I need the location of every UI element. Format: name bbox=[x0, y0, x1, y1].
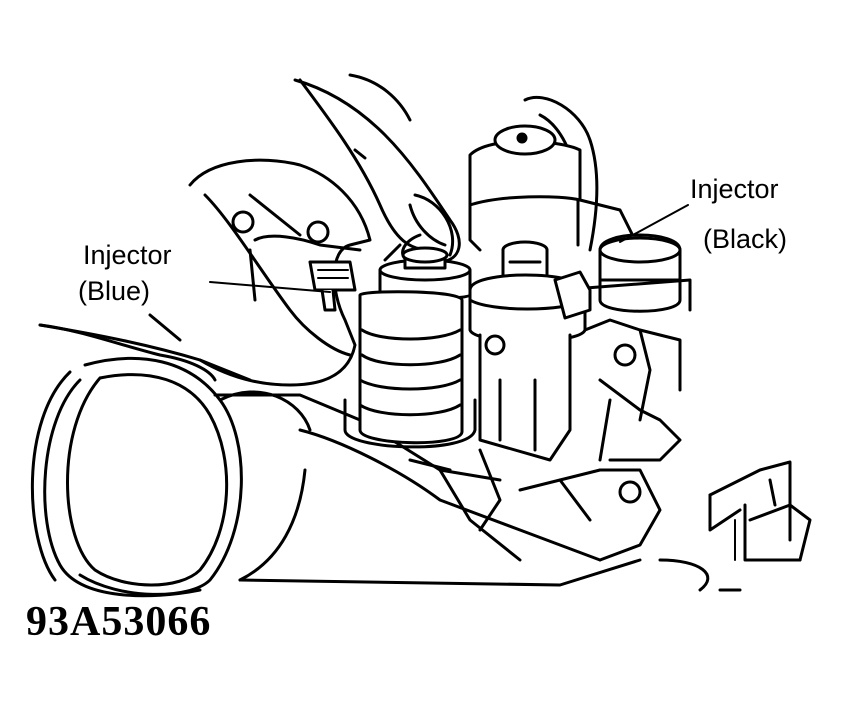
leader-lines bbox=[209, 204, 689, 293]
hands bbox=[38, 73, 461, 387]
figure-id: 93A53066 bbox=[26, 599, 212, 645]
leader-line-blue bbox=[209, 281, 331, 293]
injector-blue-label-line1: Injector bbox=[83, 240, 172, 270]
leader-line-black bbox=[619, 204, 689, 243]
bolts-and-connector bbox=[231, 210, 402, 312]
fuel-fittings bbox=[468, 95, 692, 462]
bracket bbox=[708, 460, 812, 562]
throttle-body bbox=[213, 393, 742, 592]
injector-blue-label-line2: (Blue) bbox=[78, 276, 151, 306]
injector-black-label-line1: Injector bbox=[690, 174, 779, 204]
injector-black-label-line2: (Black) bbox=[703, 224, 788, 254]
injector-black-body bbox=[468, 240, 587, 462]
injector-blue-body bbox=[343, 246, 477, 449]
